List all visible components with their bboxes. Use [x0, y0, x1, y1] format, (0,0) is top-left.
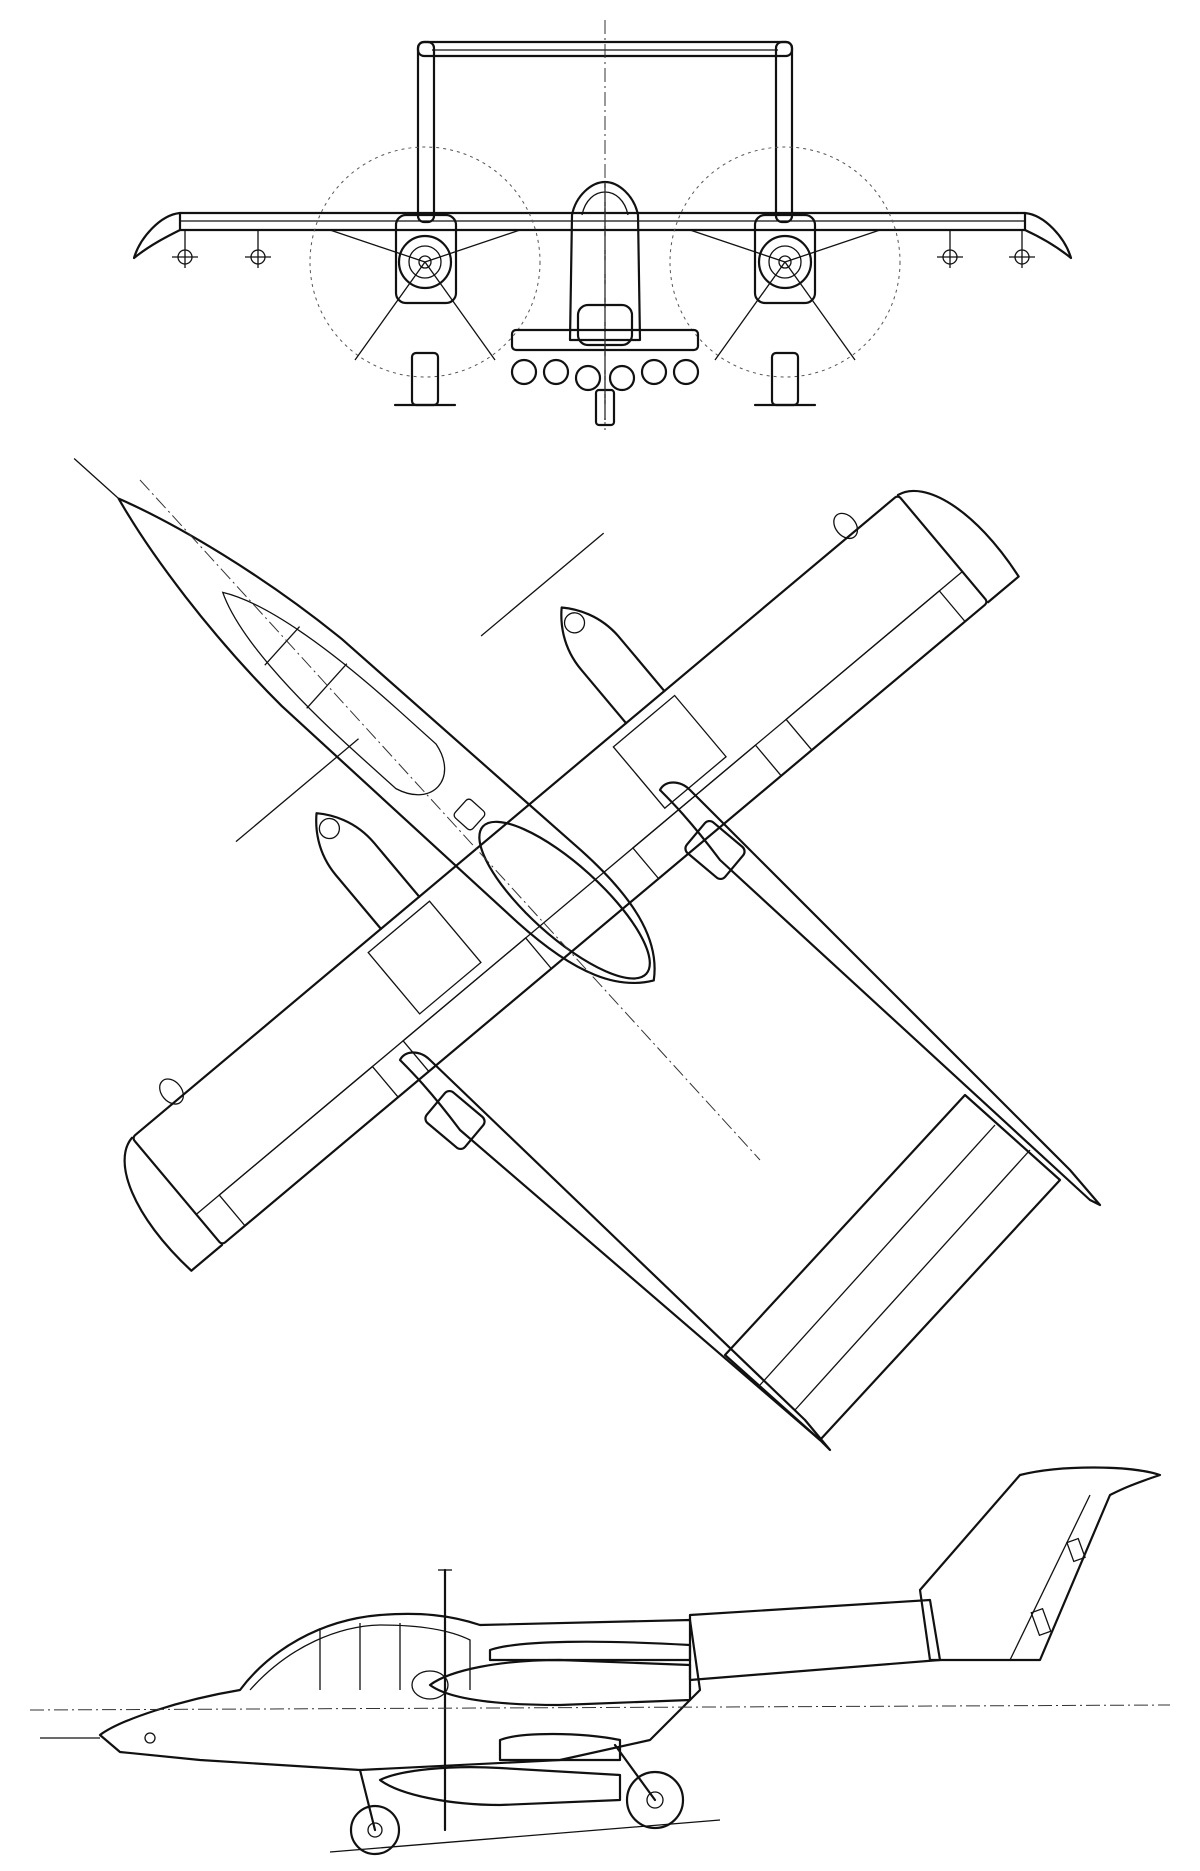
tail-booms-plan	[398, 781, 1102, 1452]
top-view	[73, 458, 1102, 1452]
landing-gear-side	[349, 1743, 685, 1856]
front-view	[132, 20, 1073, 430]
prop-blades	[329, 229, 881, 361]
wing-front	[132, 211, 1073, 260]
engine-nacelle-left	[394, 213, 458, 305]
landing-gear-front	[393, 351, 817, 427]
ground-line	[329, 1819, 721, 1853]
tail-boom-side	[688, 1598, 942, 1682]
engine-nacelle-side	[411, 1640, 692, 1707]
vertical-tail	[918, 1466, 1162, 1662]
side-view	[29, 1466, 1171, 1856]
prop-disc-left	[309, 146, 541, 378]
fuselage-side	[40, 1612, 702, 1772]
engine-nacelle-right	[753, 213, 817, 305]
prop-disc-right	[669, 146, 901, 378]
wing-plan	[123, 489, 1020, 1272]
centerline-plan	[139, 479, 761, 1161]
sponson-side	[378, 1732, 622, 1807]
fuselage-plan	[73, 458, 656, 985]
wing-pylons	[172, 230, 1035, 268]
centerline-side	[29, 1704, 1171, 1711]
